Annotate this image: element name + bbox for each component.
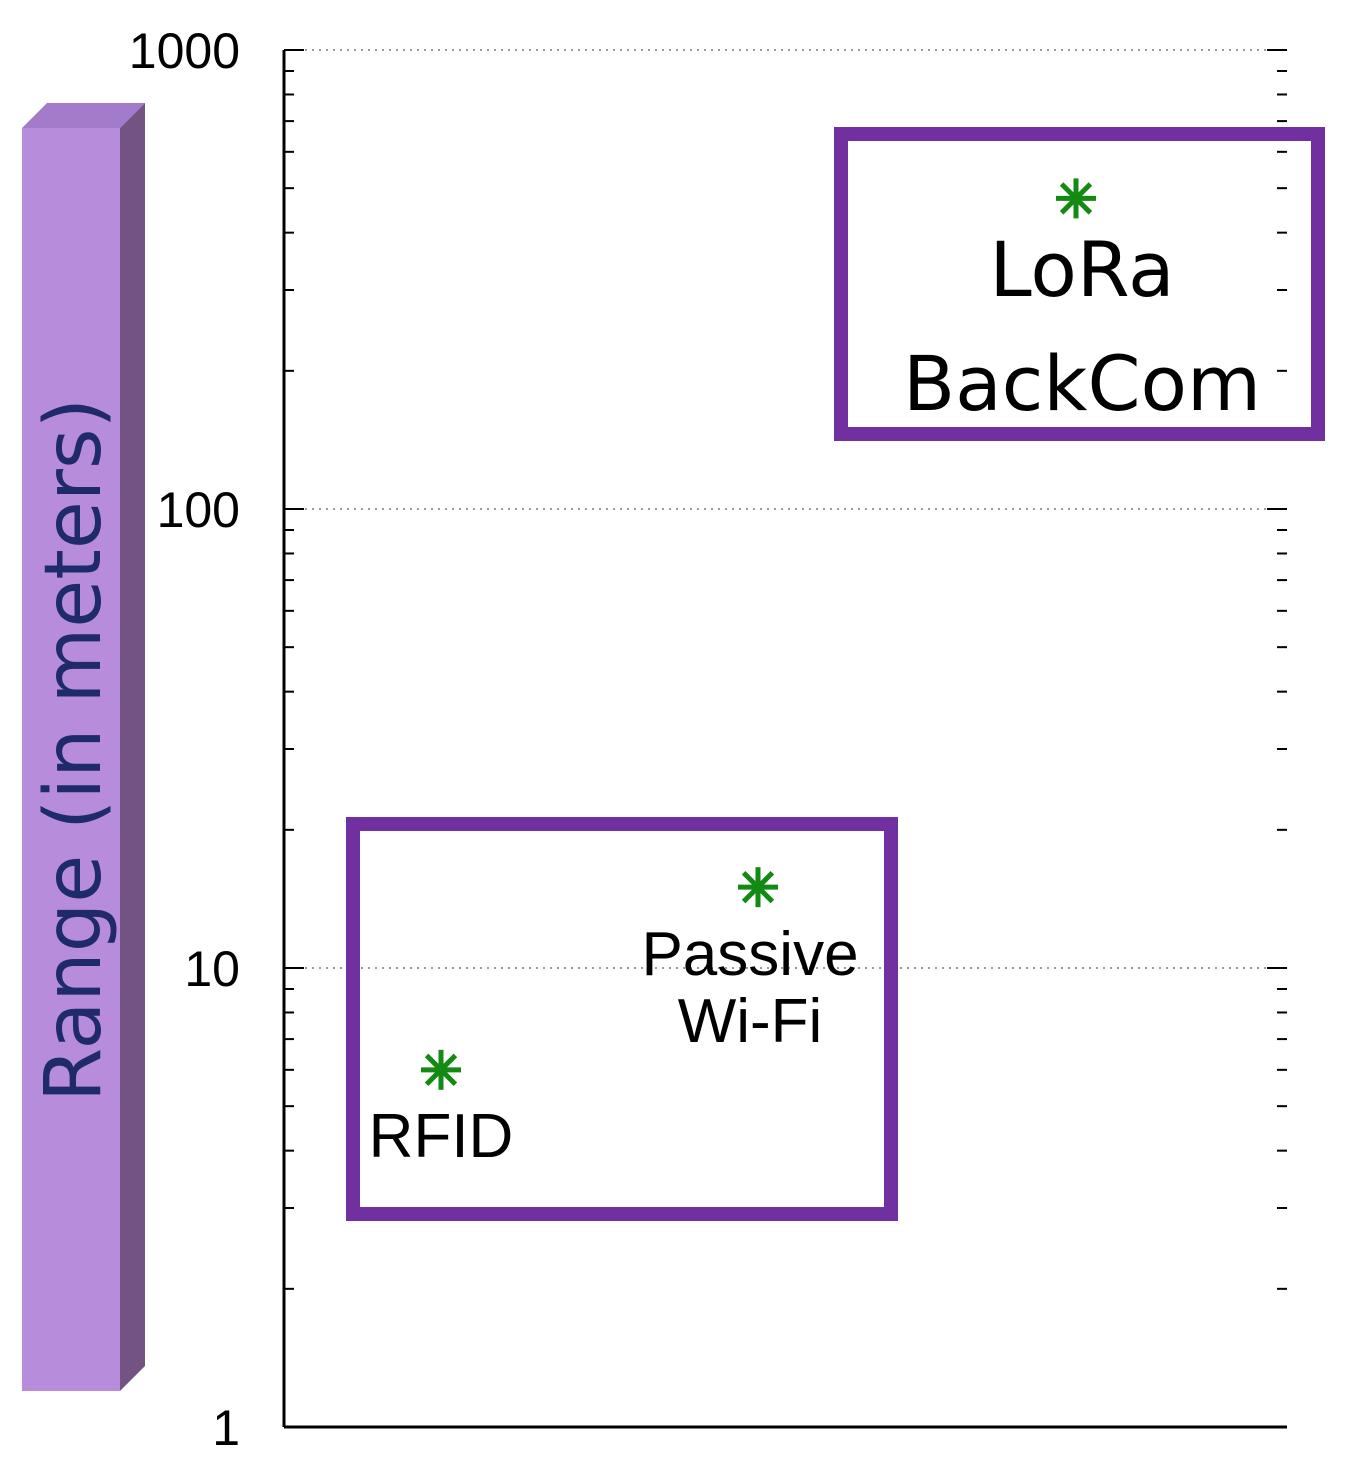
group-box-2 <box>834 127 1325 441</box>
y-tick-label-1000: 1000 <box>129 23 240 79</box>
ylabel-bar-side <box>120 103 145 1391</box>
ylabel-bar-front <box>22 128 120 1391</box>
point-label-1-line-1: RFID <box>369 1102 514 1171</box>
ylabel-bar-top <box>22 103 145 128</box>
point-label-3-line-1: LoRa <box>989 225 1174 314</box>
ylabel-bar <box>22 103 145 1391</box>
y-tick-label-100: 100 <box>157 482 240 538</box>
group-boxes <box>346 127 1325 1221</box>
marker-stroke-d2 <box>741 871 775 904</box>
axes <box>282 50 1287 1429</box>
data-points <box>421 178 1096 1090</box>
group-box-1 <box>346 817 898 1221</box>
point-label-3-line-2: BackCom <box>903 339 1261 428</box>
tick-marks <box>284 49 1287 1290</box>
y-tick-label-10: 10 <box>184 941 240 997</box>
y-axis-label: Range (in meters) <box>29 398 119 1102</box>
marker-stroke-d2 <box>424 1053 458 1086</box>
marker-stroke-d2 <box>1059 182 1093 215</box>
point-marker-3 <box>1056 178 1096 219</box>
y-tick-label-1: 1 <box>212 1400 240 1456</box>
y-tick-labels: 1 10 100 1000 <box>129 23 240 1456</box>
point-marker-1 <box>421 1049 461 1090</box>
point-label-2-line-2: Wi-Fi <box>678 987 823 1056</box>
point-marker-2 <box>738 867 778 908</box>
point-label-2-line-1: Passive <box>641 920 858 989</box>
